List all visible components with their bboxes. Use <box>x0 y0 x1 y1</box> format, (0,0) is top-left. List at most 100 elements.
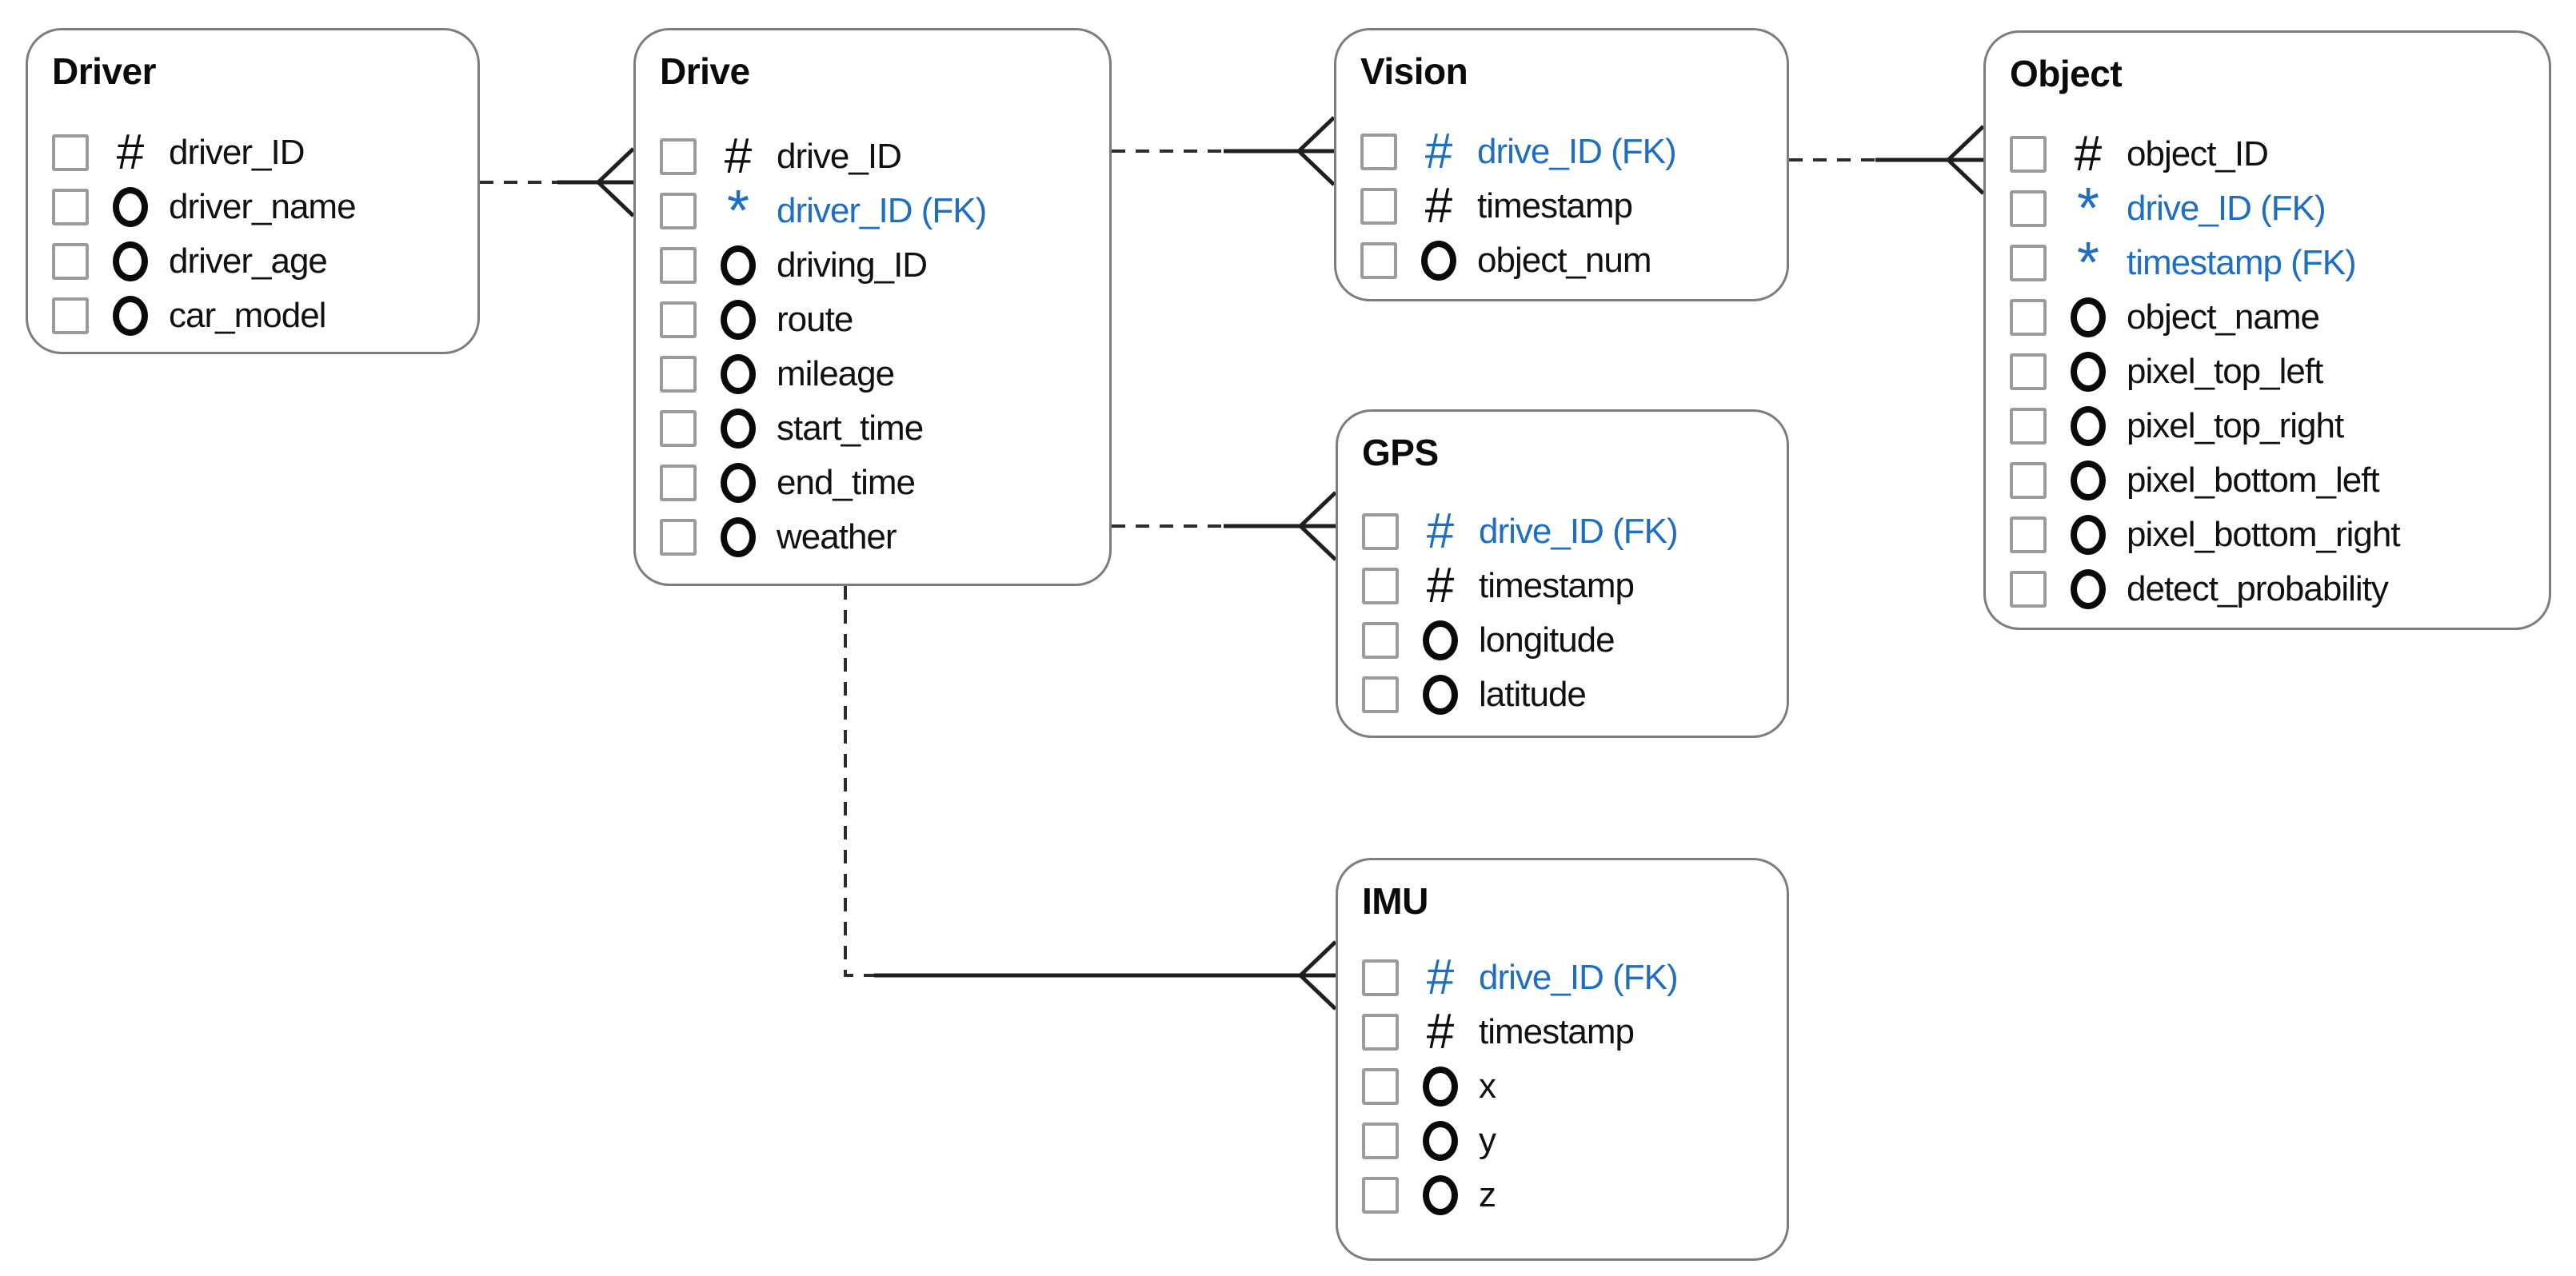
attribute-name: timestamp <box>1477 186 1633 225</box>
attribute-row: route <box>636 293 1109 347</box>
attribute-checkbox[interactable] <box>2010 190 2047 227</box>
attribute-checkbox[interactable] <box>1362 1068 1399 1105</box>
key-hash-icon: # <box>724 129 753 184</box>
optional-circle-icon-shape <box>1423 675 1458 715</box>
attribute-name: drive_ID (FK) <box>1479 512 1679 551</box>
attribute-row: car_model <box>28 289 477 343</box>
attribute-checkbox[interactable] <box>1362 676 1399 713</box>
attribute-checkbox[interactable] <box>2010 353 2047 390</box>
attribute-checkbox[interactable] <box>660 465 697 501</box>
optional-circle-icon <box>1415 620 1466 660</box>
optional-circle-icon <box>713 354 764 394</box>
attribute-checkbox[interactable] <box>1362 622 1399 659</box>
optional-circle-icon-shape <box>721 245 756 285</box>
attribute-name: drive_ID (FK) <box>2127 189 2326 228</box>
optional-circle-icon <box>713 517 764 557</box>
optional-circle-icon <box>1415 1067 1466 1107</box>
attribute-checkbox[interactable] <box>660 138 697 175</box>
attribute-checkbox[interactable] <box>2010 571 2047 608</box>
attribute-name: pixel_top_left <box>2127 352 2323 391</box>
optional-circle-icon-shape <box>1423 1121 1458 1161</box>
attribute-checkbox[interactable] <box>660 301 697 338</box>
attribute-name: pixel_top_right <box>2127 406 2344 445</box>
attribute-checkbox[interactable] <box>2010 516 2047 553</box>
attribute-checkbox[interactable] <box>52 189 89 225</box>
key-hash-icon: # <box>116 125 145 180</box>
optional-circle-icon <box>713 463 764 503</box>
attribute-checkbox[interactable] <box>1362 513 1399 550</box>
optional-circle-icon <box>2063 406 2114 446</box>
attribute-row: *timestamp (FK) <box>1986 234 2549 292</box>
attribute-checkbox[interactable] <box>2010 462 2047 499</box>
attribute-name: z <box>1479 1175 1496 1214</box>
attribute-row: #timestamp <box>1338 1005 1787 1059</box>
attribute-row: end_time <box>636 456 1109 510</box>
attribute-name: pixel_bottom_right <box>2127 515 2401 554</box>
attribute-checkbox[interactable] <box>660 410 697 447</box>
attribute-name: mileage <box>777 354 895 393</box>
attribute-row: driver_name <box>28 180 477 234</box>
optional-circle-icon <box>2063 297 2114 337</box>
attribute-name: timestamp (FK) <box>2127 243 2357 282</box>
optional-circle-icon-shape <box>1423 1175 1458 1215</box>
attribute-checkbox[interactable] <box>660 519 697 556</box>
attribute-checkbox[interactable] <box>660 193 697 229</box>
attribute-row: weather <box>636 510 1109 564</box>
attribute-checkbox[interactable] <box>1362 568 1399 604</box>
attribute-row: #timestamp <box>1336 179 1787 233</box>
attribute-row: mileage <box>636 347 1109 401</box>
entity-title: Drive <box>660 50 750 92</box>
attribute-row: *drive_ID (FK) <box>1986 180 2549 237</box>
optional-circle-icon-shape <box>2071 297 2106 337</box>
optional-circle-icon <box>1415 1121 1466 1161</box>
relationship-driver-drive <box>480 147 635 217</box>
attribute-row: #drive_ID (FK) <box>1338 504 1787 559</box>
attribute-list: #object_ID*drive_ID (FK)*timestamp (FK)o… <box>1986 127 2549 616</box>
attribute-row: object_num <box>1336 233 1787 288</box>
optional-circle-icon <box>713 245 764 285</box>
crow-foot-icon <box>1297 116 1336 186</box>
key-hash-icon: # <box>2074 126 2103 181</box>
optional-circle-icon-shape <box>721 463 756 503</box>
crow-foot-icon <box>1947 125 1985 195</box>
attribute-checkbox[interactable] <box>52 134 89 171</box>
attribute-name: x <box>1479 1067 1496 1106</box>
attribute-row: # driver_ID <box>28 126 477 180</box>
attribute-checkbox[interactable] <box>1362 1122 1399 1159</box>
attribute-checkbox[interactable] <box>52 297 89 334</box>
optional-circle-icon-shape <box>1423 620 1458 660</box>
fk-key-hash-icon: # <box>1424 124 1453 179</box>
attribute-checkbox[interactable] <box>1360 242 1397 279</box>
attribute-checkbox[interactable] <box>2010 136 2047 173</box>
attribute-row: #drive_ID (FK) <box>1338 951 1787 1005</box>
entity-title: Vision <box>1360 50 1468 92</box>
attribute-row: driver_age <box>28 234 477 289</box>
attribute-checkbox[interactable] <box>1360 188 1397 225</box>
attribute-row: pixel_top_left <box>1986 345 2549 399</box>
attribute-row: #drive_ID <box>636 130 1109 184</box>
attribute-checkbox[interactable] <box>1362 1177 1399 1214</box>
optional-circle-icon-shape <box>113 296 148 336</box>
attribute-checkbox[interactable] <box>660 247 697 284</box>
optional-circle-icon <box>2063 352 2114 392</box>
attribute-checkbox[interactable] <box>2010 299 2047 336</box>
attribute-checkbox[interactable] <box>660 356 697 393</box>
crow-foot-icon <box>1299 491 1337 561</box>
attribute-name: drive_ID (FK) <box>1479 958 1679 997</box>
attribute-name: driver_ID <box>169 133 305 172</box>
attribute-name: car_model <box>169 296 326 335</box>
optional-circle-icon <box>105 187 156 227</box>
optional-circle-icon-shape <box>113 241 148 281</box>
attribute-checkbox[interactable] <box>2010 408 2047 445</box>
attribute-checkbox[interactable] <box>1362 1014 1399 1051</box>
attribute-checkbox[interactable] <box>1360 134 1397 170</box>
attribute-name: driver_ID (FK) <box>777 191 987 230</box>
optional-circle-icon <box>1415 675 1466 715</box>
attribute-checkbox[interactable] <box>52 243 89 280</box>
attribute-name: longitude <box>1479 620 1615 660</box>
attribute-checkbox[interactable] <box>2010 245 2047 281</box>
attribute-checkbox[interactable] <box>1362 959 1399 996</box>
